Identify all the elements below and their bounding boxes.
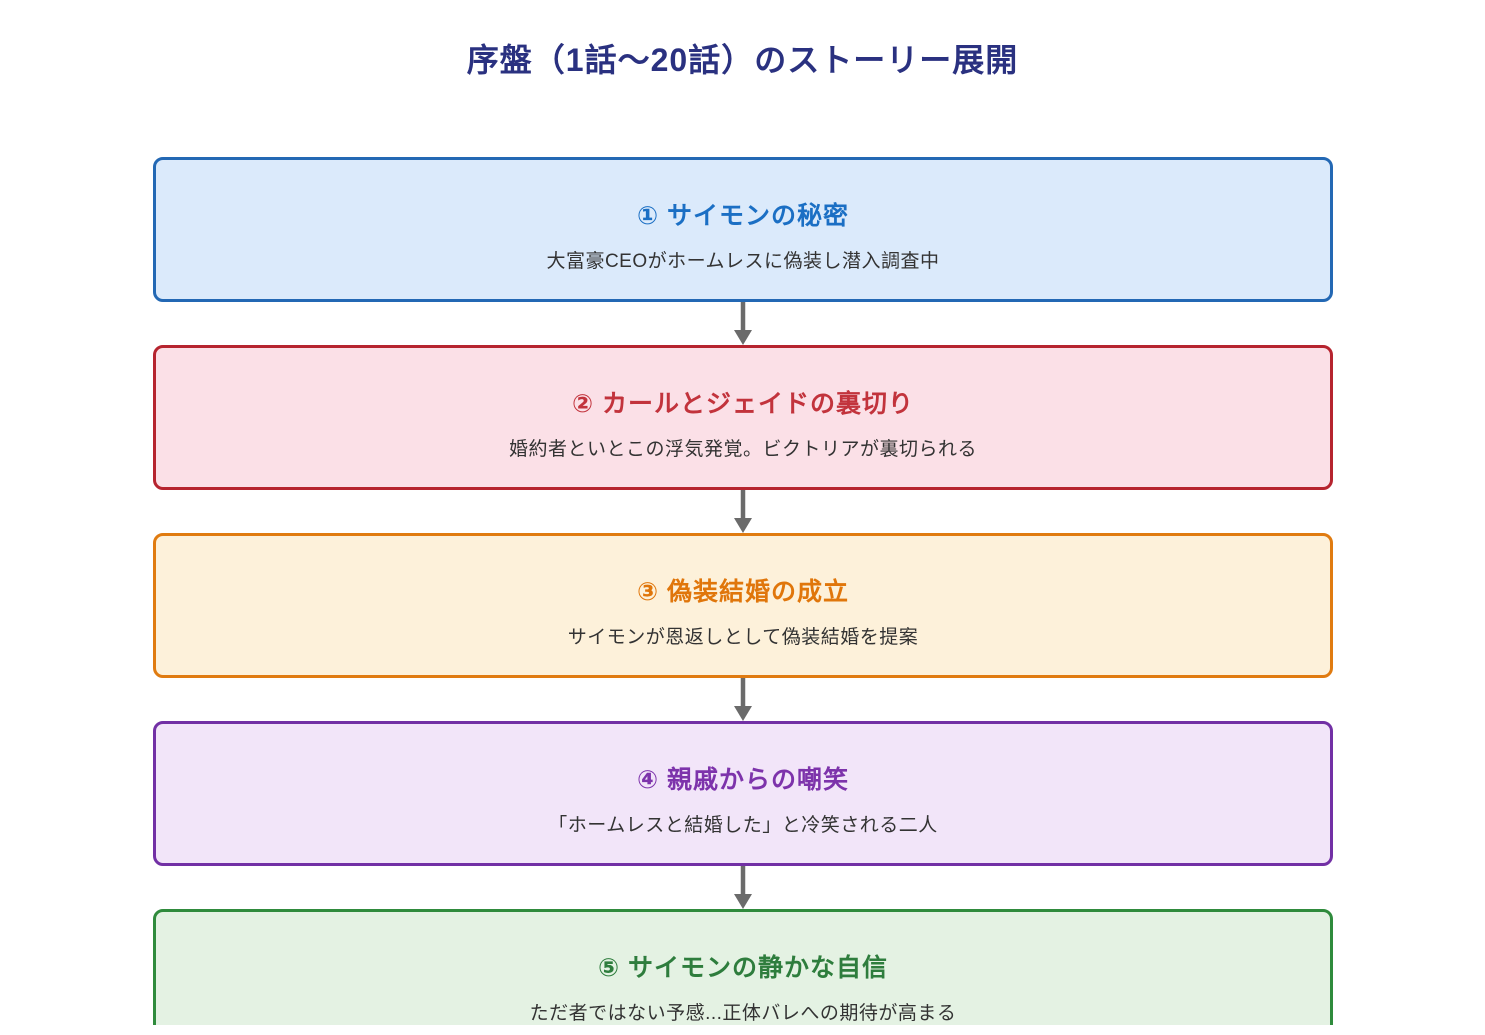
stage-box-betrayal: ② カールとジェイドの裏切り 婚約者といとこの浮気発覚。ビクトリアが裏切られる [153,345,1333,490]
stage-description: サイモンが恩返しとして偽装結婚を提案 [567,626,919,648]
page-title: 序盤（1話～20話）のストーリー展開 [466,42,1019,78]
stage-box-quiet-confidence: ⑤ サイモンの静かな自信 ただ者ではない予感...正体バレへの期待が高まる [153,909,1333,1025]
flow-arrow-4 [153,866,1333,909]
flow-arrow-3 [153,678,1333,721]
arrow-down-icon [734,678,752,721]
arrow-down-icon [734,490,752,533]
stage-title: ④ 親戚からの嘲笑 [636,765,850,794]
flow-arrow-2 [153,490,1333,533]
stage-description: ただ者ではない予感...正体バレへの期待が高まる [529,1002,957,1024]
stage-title: ③ 偽装結婚の成立 [636,577,850,606]
stage-box-relatives-mockery: ④ 親戚からの嘲笑 「ホームレスと結婚した」と冷笑される二人 [153,721,1333,866]
story-flowchart: ① サイモンの秘密 大富豪CEOがホームレスに偽装し潜入調査中 ② カールとジェ… [153,157,1333,1025]
flow-arrow-1 [153,302,1333,345]
stage-description: 婚約者といとこの浮気発覚。ビクトリアが裏切られる [508,438,977,460]
stage-title: ⑤ サイモンの静かな自信 [597,953,889,982]
stage-title: ② カールとジェイドの裏切り [571,389,915,418]
stage-box-clip: ⑤ サイモンの静かな自信 ただ者ではない予感...正体バレへの期待が高まる [153,909,1333,1025]
stage-description: 大富豪CEOがホームレスに偽装し潜入調査中 [546,250,940,272]
stage-title: ① サイモンの秘密 [636,201,850,230]
stage-box-fake-marriage: ③ 偽装結婚の成立 サイモンが恩返しとして偽装結婚を提案 [153,533,1333,678]
arrow-down-icon [734,866,752,909]
arrow-down-icon [734,302,752,345]
stage-description: 「ホームレスと結婚した」と冷笑される二人 [548,814,938,836]
stage-box-simon-secret: ① サイモンの秘密 大富豪CEOがホームレスに偽装し潜入調査中 [153,157,1333,302]
